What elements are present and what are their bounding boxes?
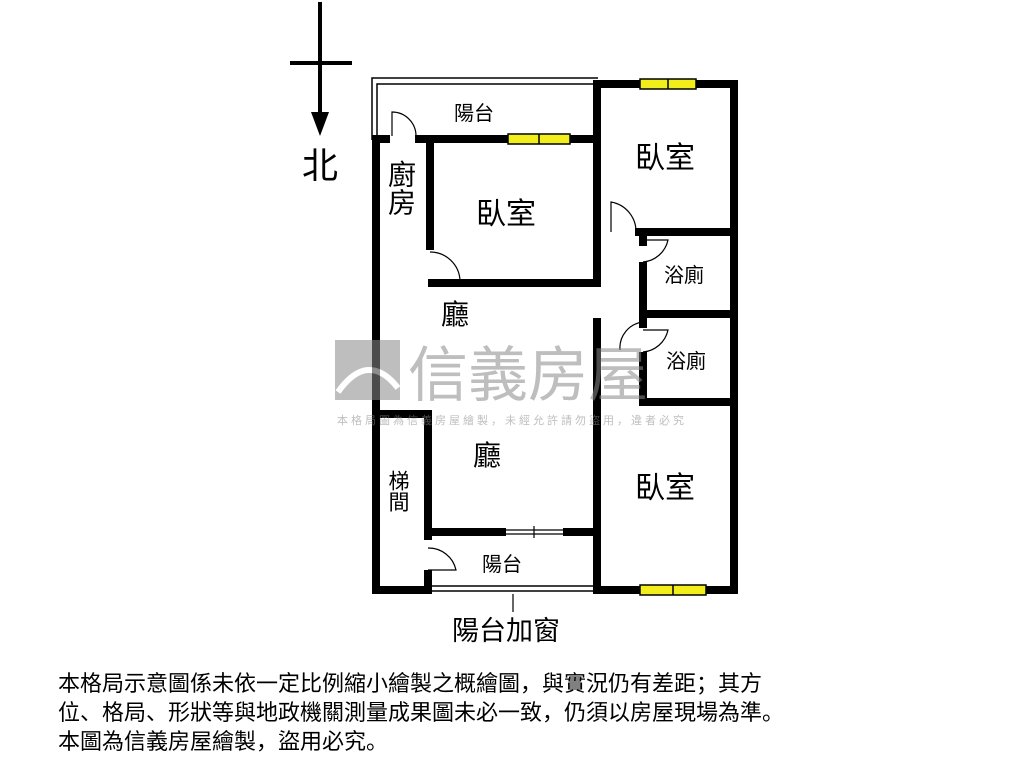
disclaimer: 本格局示意圖係未依一定比例縮小繪製之概繪圖，與實況仍有差距；其方 位、格局、形狀… [58,670,978,757]
door-icon [619,321,644,351]
room-bath-2: 浴廁 [666,349,706,373]
doors [391,111,669,612]
disclaimer-line: 本圖為信義房屋繪製，盜用必究。 [58,730,389,755]
disclaimer-line: 本格局示意圖係未依一定比例縮小繪製之概繪圖，與實況仍有差距；其方 [58,672,763,697]
north-arrow-icon [290,2,352,136]
room-bedroom-ne: 臥室 [635,141,695,176]
room-stairs: 梯間 [386,470,410,512]
room-bedroom-se: 臥室 [635,471,695,506]
watermark-brand: 信義房屋 [408,341,648,411]
door-icon [391,111,417,137]
room-bedroom-center: 臥室 [476,197,536,232]
callout-balcony-window: 陽台加窗 [452,616,560,647]
room-bath-1: 浴廁 [664,263,704,287]
room-kitchen: 廚房 [384,160,417,216]
door-icon [427,547,457,571]
door-icon [642,329,669,353]
room-living-1: 廳 [441,298,469,331]
compass-label: 北 [302,146,338,187]
disclaimer-line: 位、格局、形狀等與地政機關測量成果圖未必一致，仍須以房屋現場為準。 [58,701,785,726]
door-icon [429,251,461,281]
watermark: 信義房屋 本格局圖為信義房屋繪製，未經允許請勿盜用，違者必究 [335,340,687,427]
room-balcony-bottom: 陽台 [482,552,522,576]
room-living-2: 廳 [473,439,501,472]
door-icon [610,201,637,233]
door-icon [642,239,669,263]
windows [507,78,707,596]
balcony-railing [371,77,598,592]
room-balcony-top: 陽台 [454,101,494,125]
watermark-subtext: 本格局圖為信義房屋繪製，未經允許請勿盜用，違者必究 [337,413,687,427]
